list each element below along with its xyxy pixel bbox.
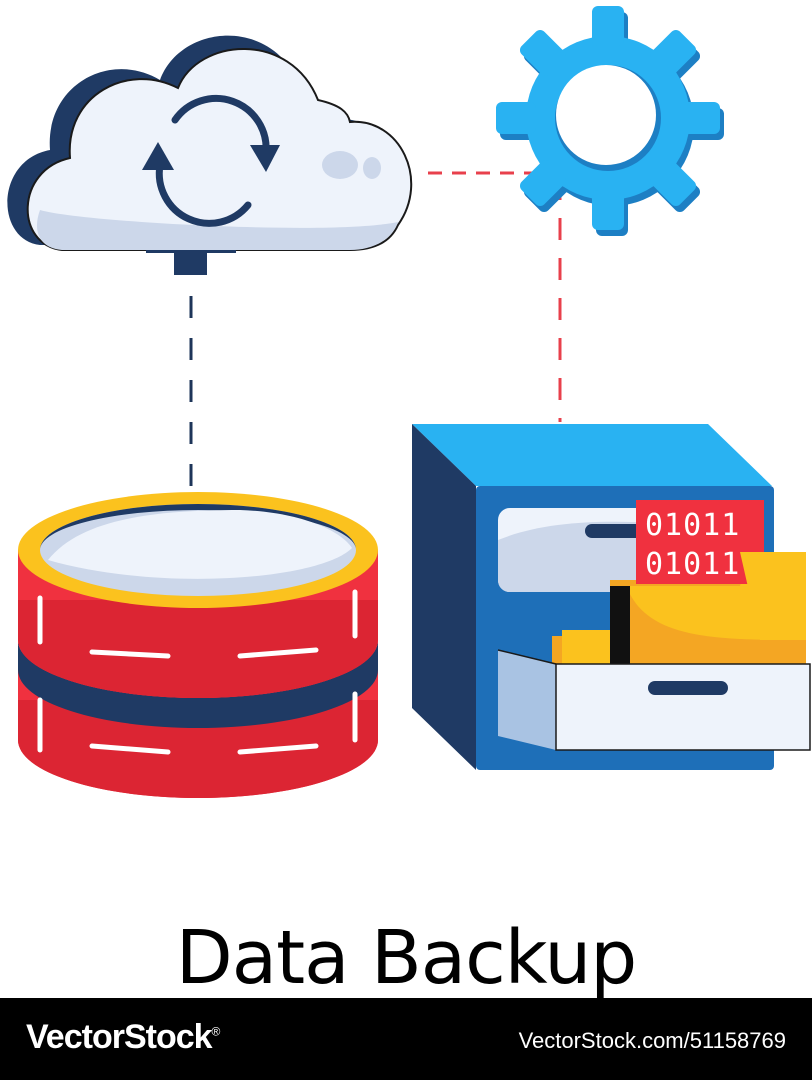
watermark-footer: VectorStock® VectorStock.com/51158769 [0, 998, 812, 1080]
sync-arrow-head [142, 142, 174, 170]
image-credit: VectorStock.com/51158769 [518, 1028, 786, 1053]
database-shine-lines [37, 589, 358, 755]
cloud-sync-icon [7, 35, 413, 275]
cloud-connector-plug [174, 250, 207, 275]
binary-data-line: 01011 [645, 547, 740, 582]
brand-logo: VectorStock® [26, 1018, 221, 1057]
file-cabinet-icon: 01011 01011 [412, 424, 811, 770]
page-title: Data Backup [175, 915, 637, 1001]
brand-registered-mark: ® [211, 1024, 221, 1039]
data-backup-illustration: 01011 01011 [7, 6, 811, 798]
gear-icon [496, 6, 724, 236]
cloud-highlight [363, 157, 381, 179]
binary-data-card [636, 500, 764, 584]
cloud-highlight [322, 151, 358, 179]
database-icon [18, 492, 378, 798]
folder-icon: 01011 01011 [552, 500, 806, 676]
drawer-handle [648, 681, 728, 695]
sync-arrows-icon [155, 95, 270, 227]
binary-data-line: 01011 [645, 508, 740, 543]
sync-arrow-head [250, 145, 280, 172]
cabinet-open-drawer [497, 649, 811, 751]
brand-name: VectorStock [26, 1018, 213, 1056]
